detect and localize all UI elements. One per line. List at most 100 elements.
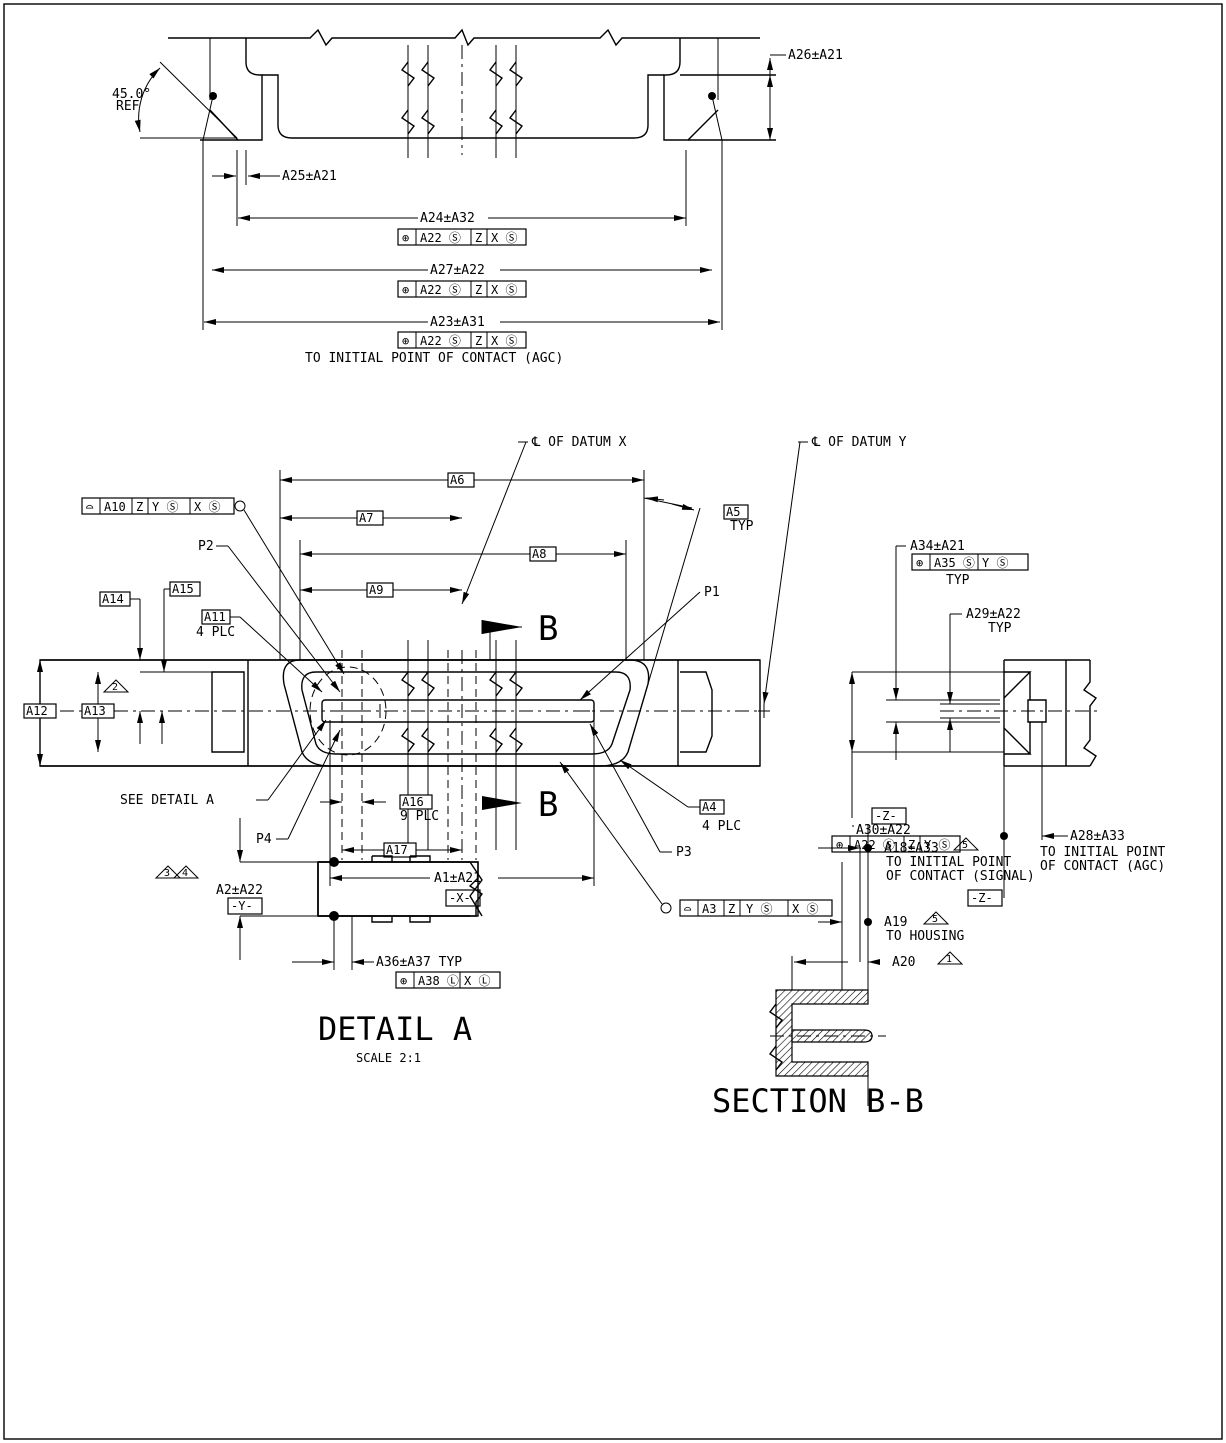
svg-text:-Y-: -Y- bbox=[231, 899, 253, 913]
svg-text:⊕: ⊕ bbox=[400, 974, 407, 988]
a29-typ: TYP bbox=[988, 621, 1012, 636]
dim-a1: A1±A21 bbox=[434, 871, 481, 886]
dim-a25: A25±A21 bbox=[282, 169, 337, 184]
svg-text:Z: Z bbox=[475, 231, 482, 245]
svg-text:Z: Z bbox=[908, 838, 915, 852]
a28-note2: OF CONTACT (AGC) bbox=[1040, 859, 1165, 874]
dim-a36: A36±A37 TYP bbox=[376, 955, 462, 970]
svg-text:X Ⓛ: X Ⓛ bbox=[464, 974, 490, 988]
fcf-a27: ⊕ A22 Ⓢ Z X Ⓢ bbox=[397, 280, 527, 298]
dim-a23: A23±A31 bbox=[430, 315, 485, 330]
box-a6: A6 bbox=[447, 472, 475, 488]
box-a17: A17 bbox=[383, 842, 417, 858]
svg-text:X Ⓢ: X Ⓢ bbox=[491, 231, 517, 245]
section-mark-bottom: B bbox=[538, 785, 558, 825]
svg-text:⊕: ⊕ bbox=[402, 231, 409, 245]
svg-text:-Z-: -Z- bbox=[875, 809, 897, 823]
note5-a18: 5 bbox=[962, 840, 968, 851]
svg-text:A7: A7 bbox=[359, 511, 373, 525]
svg-text:A12: A12 bbox=[26, 704, 48, 718]
dim-a26: A26±A21 bbox=[788, 48, 843, 63]
dim-a20: A20 bbox=[892, 955, 915, 970]
dim-a19: A19 bbox=[884, 915, 907, 930]
label-p3: P3 bbox=[676, 845, 692, 860]
box-a13: A13 bbox=[81, 703, 115, 719]
a18-note2: OF CONTACT (SIGNAL) bbox=[886, 869, 1035, 884]
svg-text:A15: A15 bbox=[172, 582, 194, 596]
a34-typ: TYP bbox=[946, 573, 970, 588]
svg-text:A22 Ⓢ: A22 Ⓢ bbox=[420, 231, 461, 245]
note5-a19: 5 bbox=[932, 914, 938, 925]
box-a8: A8 bbox=[529, 546, 557, 562]
a11-plc: 4 PLC bbox=[196, 625, 235, 640]
fcf-a24: ⊕ A22 Ⓢ Z X Ⓢ bbox=[397, 228, 527, 246]
svg-text:⌓: ⌓ bbox=[684, 902, 692, 916]
svg-text:A3: A3 bbox=[702, 902, 716, 916]
svg-text:A14: A14 bbox=[102, 592, 124, 606]
svg-text:Z: Z bbox=[475, 334, 482, 348]
svg-text:A9: A9 bbox=[369, 583, 383, 597]
svg-text:A6: A6 bbox=[450, 473, 464, 487]
svg-text:A8: A8 bbox=[532, 547, 546, 561]
note1: 1 bbox=[946, 954, 952, 965]
label-p1: P1 bbox=[704, 585, 720, 600]
section-bb: -Z- A18±A33 5 TO INITIAL POINT OF CONTAC… bbox=[712, 807, 1035, 1120]
svg-text:A35 Ⓢ: A35 Ⓢ bbox=[934, 556, 975, 570]
detail-title: DETAIL A bbox=[318, 1010, 472, 1048]
svg-text:X Ⓢ: X Ⓢ bbox=[491, 283, 517, 297]
dim-a2: A2±A22 bbox=[216, 883, 263, 898]
section-mark-top: B bbox=[538, 609, 558, 649]
a4-plc: 4 PLC bbox=[702, 819, 741, 834]
box-a16: A16 bbox=[399, 794, 433, 810]
dim-a34: A34±A21 bbox=[910, 539, 965, 554]
angle-ref: REF bbox=[116, 99, 140, 114]
a19-note: TO HOUSING bbox=[886, 929, 964, 944]
svg-text:Z: Z bbox=[136, 500, 143, 514]
svg-text:Z: Z bbox=[475, 283, 482, 297]
box-a15: A15 bbox=[169, 581, 201, 597]
svg-text:A5: A5 bbox=[726, 505, 740, 519]
svg-text:X Ⓢ: X Ⓢ bbox=[491, 334, 517, 348]
box-a4: A4 bbox=[699, 799, 725, 815]
a16-plc: 9 PLC bbox=[400, 809, 439, 824]
fcf-a23: ⊕ A22 Ⓢ Z X Ⓢ bbox=[397, 331, 527, 349]
svg-text:⊕: ⊕ bbox=[402, 334, 409, 348]
svg-text:X Ⓢ: X Ⓢ bbox=[194, 500, 220, 514]
main-view: B B A6 A7 A8 A9 A5 TYP ℄ OF DATUM X ℄ OF… bbox=[23, 435, 907, 917]
datum-y-note: ℄ OF DATUM Y bbox=[811, 435, 907, 450]
top-view: 45.0° REF A26±A21 A25±A21 A24±A32 ⊕A22 Ⓢ… bbox=[112, 28, 843, 366]
angle-label: 45.0° bbox=[112, 87, 151, 102]
box-a9: A9 bbox=[366, 582, 394, 598]
datum-x-note: ℄ OF DATUM X bbox=[531, 435, 627, 450]
note-4: 4 bbox=[182, 868, 188, 879]
svg-text:A22 Ⓢ: A22 Ⓢ bbox=[420, 283, 461, 297]
note-3: 3 bbox=[164, 868, 170, 879]
svg-text:⊕: ⊕ bbox=[402, 283, 409, 297]
box-a7: A7 bbox=[356, 510, 384, 526]
svg-text:A11: A11 bbox=[204, 610, 226, 624]
detail-scale: SCALE 2:1 bbox=[356, 1051, 421, 1065]
datum-z-box-side: -Z- bbox=[967, 889, 1003, 907]
svg-text:A38 Ⓛ: A38 Ⓛ bbox=[418, 974, 459, 988]
box-a14: A14 bbox=[99, 591, 131, 607]
svg-text:Y Ⓢ: Y Ⓢ bbox=[982, 556, 1008, 570]
a28-note1: TO INITIAL POINT bbox=[1040, 845, 1165, 860]
svg-text:⌓: ⌓ bbox=[86, 500, 94, 514]
svg-text:-X-: -X- bbox=[449, 891, 471, 905]
svg-text:A17: A17 bbox=[386, 843, 408, 857]
svg-text:⊕: ⊕ bbox=[836, 838, 843, 852]
label-p4: P4 bbox=[256, 832, 272, 847]
svg-text:Z: Z bbox=[728, 902, 735, 916]
dim-a18: A18±A33 bbox=[884, 841, 939, 856]
sheet-border bbox=[3, 3, 1223, 1440]
svg-text:A22 Ⓢ: A22 Ⓢ bbox=[420, 334, 461, 348]
svg-text:Y Ⓢ: Y Ⓢ bbox=[746, 902, 772, 916]
fcf-a36: ⊕ A38 Ⓛ X Ⓛ bbox=[395, 971, 501, 989]
svg-text:Y Ⓢ: Y Ⓢ bbox=[152, 500, 178, 514]
box-a11: A11 bbox=[201, 609, 231, 625]
dim-a28: A28±A33 bbox=[1070, 829, 1125, 844]
fcf-a34: ⊕A35 Ⓢ Y Ⓢ bbox=[911, 553, 1029, 571]
